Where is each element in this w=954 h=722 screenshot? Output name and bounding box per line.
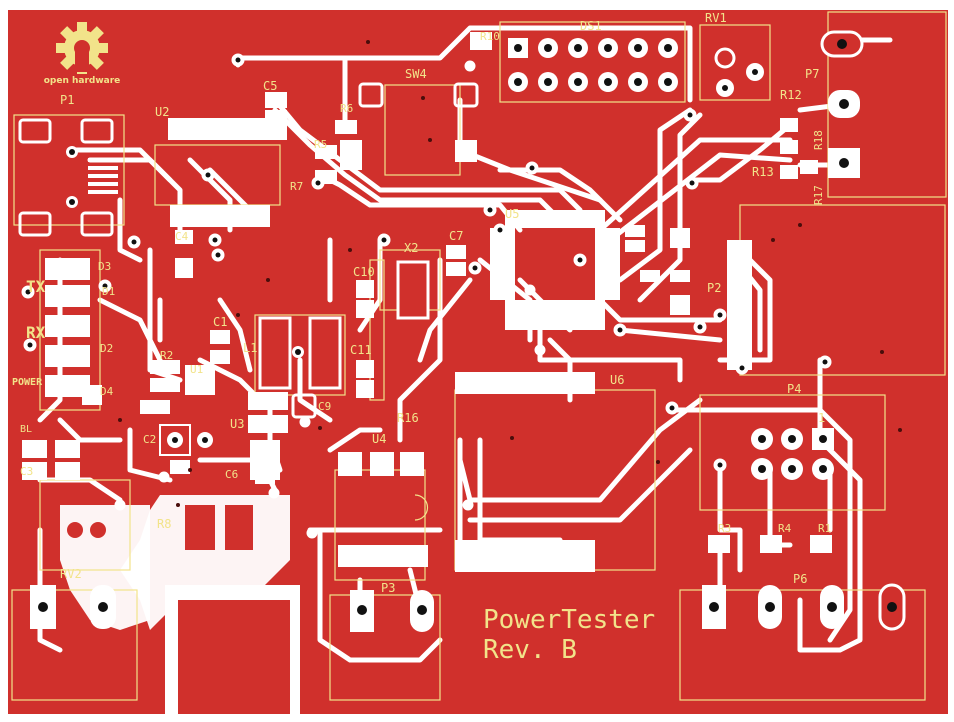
label-r8: R8 <box>157 517 171 531</box>
logo-text: open hardware <box>44 76 121 86</box>
label-u5: U5 <box>505 207 519 221</box>
tht-pads <box>30 30 906 632</box>
label-p1: P1 <box>60 93 74 107</box>
board-title-line1: PowerTester <box>483 605 655 635</box>
label-p3: P3 <box>381 581 395 595</box>
label-c10: C10 <box>353 265 375 279</box>
label-d3: D3 <box>98 260 111 273</box>
label-c9: C9 <box>318 400 331 413</box>
label-c5: C5 <box>263 79 277 93</box>
label-rx: RX <box>26 323 46 342</box>
label-r2: R2 <box>160 349 173 362</box>
label-c4: C4 <box>175 230 189 243</box>
label-p7: P7 <box>805 67 819 81</box>
label-r6: R6 <box>340 102 353 115</box>
label-p6: P6 <box>793 572 807 586</box>
label-r13: R13 <box>752 165 774 179</box>
via-holes <box>25 57 828 468</box>
label-bl: BL <box>20 424 32 435</box>
label-d2: D2 <box>100 342 113 355</box>
label-power: POWER <box>12 377 43 388</box>
label-sw4: SW4 <box>405 67 427 81</box>
label-r10: R10 <box>480 30 500 43</box>
label-tx: TX <box>26 277 46 296</box>
label-r12: R12 <box>780 88 802 102</box>
label-d4: D4 <box>100 385 114 398</box>
stitching-vias <box>118 40 902 507</box>
label-p2: P2 <box>707 281 721 295</box>
label-rv1: RV1 <box>705 11 727 25</box>
label-p4-pin1: 1 <box>818 411 825 425</box>
label-c2: C2 <box>143 433 156 446</box>
smd-pads <box>18 32 832 572</box>
label-d1: D1 <box>102 285 115 298</box>
label-u2: U2 <box>155 105 169 119</box>
label-r17: R17 <box>812 185 825 205</box>
label-r3: R3 <box>718 522 731 535</box>
label-c3: C3 <box>20 465 33 478</box>
label-c11: C11 <box>350 343 372 357</box>
label-u6: U6 <box>610 373 624 387</box>
label-c1: C1 <box>213 315 227 329</box>
label-c6: C6 <box>225 468 238 481</box>
label-rv2: RV2 <box>60 567 82 581</box>
open-hardware-logo: open hardware <box>44 22 121 86</box>
label-r4: R4 <box>778 522 792 535</box>
label-p4: P4 <box>787 382 801 396</box>
label-r7: R7 <box>290 180 303 193</box>
label-c7: C7 <box>449 229 463 243</box>
silkscreen-labels: P1 U2 C5 R5 R7 R6 SW4 DS1 RV1 P7 R12 R13… <box>12 11 831 595</box>
label-x2: X2 <box>404 241 418 255</box>
label-u3: U3 <box>230 417 244 431</box>
board-title-line2: Rev. B <box>483 635 577 665</box>
label-u4: U4 <box>372 432 386 446</box>
label-l1: L1 <box>243 341 257 355</box>
plane-inner <box>67 505 290 714</box>
label-r1: R1 <box>818 522 831 535</box>
label-u1: U1 <box>190 363 203 376</box>
label-r18: R18 <box>812 130 825 150</box>
label-r5: R5 <box>314 138 327 151</box>
label-ds1: DS1 <box>580 19 602 33</box>
label-r16: R16 <box>397 411 419 425</box>
